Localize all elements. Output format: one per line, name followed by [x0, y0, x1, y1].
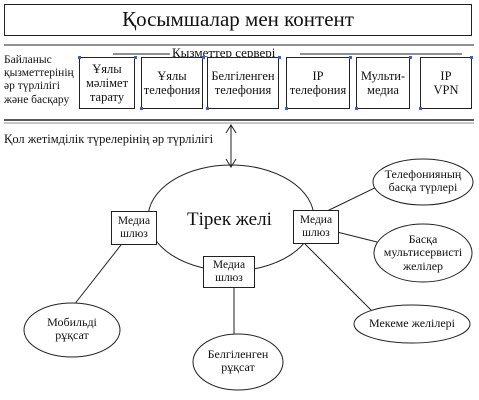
- selection-handle: [349, 56, 352, 59]
- gateway-line: шлюз: [120, 228, 148, 240]
- link-gw-right-multiservice: [332, 230, 378, 243]
- gateway-line: шлюз: [215, 272, 243, 284]
- service-line: мәлімет: [85, 76, 129, 90]
- selection-handle: [409, 56, 412, 59]
- media-gateway-bottom: Медиа шлюз: [203, 256, 255, 288]
- label-line: желілер: [402, 258, 444, 273]
- other-telephony-ellipse: [372, 158, 474, 206]
- label-line: Мобильді: [47, 315, 97, 329]
- label-line: Мекеме желілері: [368, 316, 456, 330]
- mobile-access-ellipse: [23, 302, 121, 358]
- service-line: Белгіленген: [211, 69, 275, 83]
- selection-handle: [419, 107, 422, 110]
- label-line: мультисервисті: [383, 245, 463, 260]
- left-label-line-1: Байланыс: [4, 54, 52, 66]
- left-label-line-2: қызметтерінің: [4, 67, 74, 80]
- gateway-line: Медиа: [299, 214, 333, 227]
- core-network-label: Тірек желі: [187, 209, 272, 230]
- service-box-mobile-data: Ұялы мәлімет тарату: [79, 57, 135, 109]
- label-line: рұқсат: [221, 360, 255, 375]
- service-line: Ұялы: [157, 69, 187, 83]
- selection-handle: [202, 56, 205, 59]
- enterprise-ellipse: [353, 304, 471, 344]
- fixed-access-label: Белгіленген рұқсат: [193, 347, 283, 375]
- arrow-head-down: [225, 158, 237, 168]
- other-multiservice-label: Басқа мультисервисті желілер: [374, 232, 472, 273]
- selection-handle: [278, 56, 281, 59]
- title-box: Қосымшалар мен контент: [4, 4, 472, 36]
- left-label: Байланыс қызметтерінің әр түрлілігі және…: [4, 54, 74, 107]
- mobile-access-label: Мобильді рұқсат: [24, 315, 120, 343]
- enterprise-label: Мекеме желілері: [354, 316, 470, 330]
- service-line: VPN: [433, 83, 459, 97]
- service-line: телефония: [143, 83, 201, 97]
- selection-handle: [355, 107, 358, 110]
- service-line: IP: [440, 69, 452, 83]
- service-box-ip-vpn: IP VPN: [420, 57, 472, 109]
- left-label-line-3: әр түрлілігі: [4, 80, 60, 93]
- label-line: Белгіленген: [207, 347, 269, 361]
- service-line: телефония: [214, 83, 272, 97]
- service-line: IP: [312, 69, 324, 83]
- label-line: басқа түрлері: [388, 180, 458, 195]
- label-line: Басқа: [408, 232, 438, 246]
- link-gw-right-enterprise: [304, 243, 373, 312]
- access-variety-label: Қол жетімділік түрелерінің әр түрлілігі: [4, 132, 214, 146]
- selection-handle: [206, 107, 209, 110]
- arrow-head-up: [225, 124, 237, 134]
- fixed-access-ellipse: [192, 333, 284, 391]
- service-box-mobile-telephony: Ұялы телефония: [141, 57, 203, 109]
- service-box-ip-telephony: IP телефония: [286, 57, 350, 109]
- service-line: тарату: [89, 90, 125, 104]
- gateway-line: шлюз: [302, 227, 330, 239]
- link-gw-left-mobile: [69, 235, 129, 311]
- link-gw-right-other-telephony: [322, 183, 384, 214]
- service-line: Мульти-: [360, 69, 406, 83]
- title-text: Қосымшалар мен контент: [122, 7, 354, 32]
- selection-handle: [140, 107, 143, 110]
- gateway-line: Медиа: [117, 215, 151, 228]
- media-gateway-left: Медиа шлюз: [111, 211, 157, 245]
- media-gateway-right: Медиа шлюз: [293, 210, 339, 244]
- selection-handle: [470, 56, 473, 59]
- service-box-multimedia: Мульти- медиа: [356, 57, 410, 109]
- left-label-line-4: және басқару: [4, 93, 70, 106]
- other-multiservice-ellipse: [373, 223, 473, 283]
- label-line: Телефонияның: [384, 167, 462, 181]
- service-box-fixed-telephony: Белгіленген телефония: [207, 57, 279, 109]
- other-telephony-label: Телефонияның басқа түрлері: [373, 167, 473, 195]
- gateway-line: Медиа: [212, 259, 246, 272]
- selection-handle: [134, 56, 137, 59]
- service-line: медиа: [367, 83, 399, 97]
- selection-handle: [285, 107, 288, 110]
- selection-handle: [78, 56, 81, 59]
- label-line: рұқсат: [55, 328, 89, 343]
- service-line: Ұялы: [92, 62, 122, 76]
- service-line: телефония: [289, 83, 347, 97]
- service-server-label: Қызметтер сервері: [172, 45, 276, 60]
